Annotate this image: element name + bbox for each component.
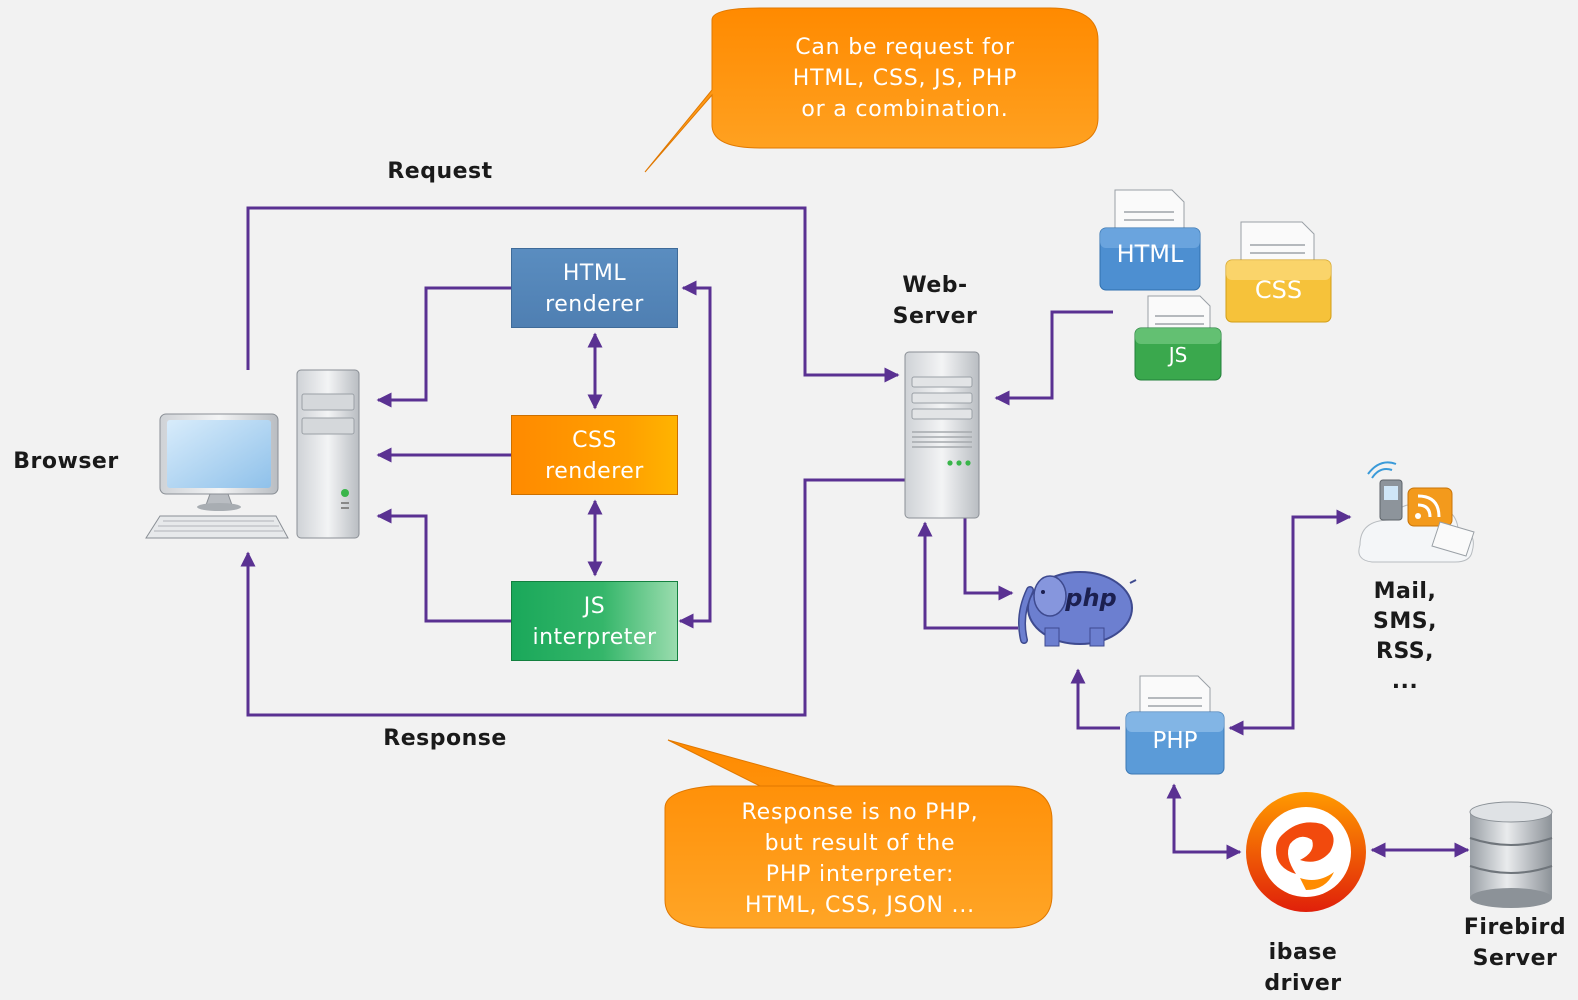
php-ibase-arrow <box>1166 783 1242 860</box>
mail-label-line: ... <box>1391 669 1419 694</box>
php-mail-arrow <box>1228 509 1352 736</box>
html-file-icon <box>1099 189 1201 291</box>
computer-icon <box>145 369 360 539</box>
webserver-label: Web- Server <box>880 270 990 332</box>
bottom-bubble-line: PHP interpreter: <box>765 862 955 887</box>
top-bubble-line: or a combination. <box>801 97 1009 122</box>
html-renderer-box: HTML renderer <box>511 248 678 328</box>
mail-label-line: SMS, <box>1373 609 1437 634</box>
web-server-icon <box>904 351 980 519</box>
bottom-bubble-line: but result of the <box>764 831 956 856</box>
top-bubble-line: HTML, CSS, JS, PHP <box>792 66 1018 91</box>
files-to-server-arrow <box>994 310 1113 406</box>
html-renderer-line: renderer <box>545 292 644 317</box>
mail-sms-rss-icon <box>1358 461 1475 563</box>
js-interpreter-line: JS <box>583 594 606 619</box>
mail-label-line: RSS, <box>1376 639 1434 664</box>
webserver-label-line: Web- <box>902 273 968 298</box>
php-file-label: PHP <box>1152 728 1198 754</box>
top-bubble-line: Can be request for <box>795 35 1015 60</box>
request-label: Request <box>387 159 493 184</box>
response-arrow <box>240 478 920 717</box>
bottom-bubble-line: HTML, CSS, JSON ... <box>745 893 975 918</box>
server-to-php-arrow <box>963 516 1014 601</box>
top-bubble <box>644 7 1099 173</box>
mail-label-line: Mail, <box>1373 579 1437 604</box>
bottom-bubble <box>664 739 1053 929</box>
firebird-server-label: Firebird Server <box>1455 912 1575 974</box>
request-arrow <box>246 206 900 383</box>
firebird-logo-icon <box>1246 792 1366 912</box>
js-file-label: JS <box>1168 343 1188 367</box>
css-file-icon <box>1225 221 1332 323</box>
php-elephant-icon <box>1018 571 1137 647</box>
php-to-server-arrow <box>917 521 1018 630</box>
css-renderer-line: CSS <box>572 428 617 453</box>
css-renderer-box: CSS renderer <box>511 415 678 495</box>
phpdoc-to-elephant-arrow <box>1070 668 1120 730</box>
css-renderer-line: renderer <box>545 459 644 484</box>
html-renderer-line: HTML <box>562 261 627 286</box>
js-interpreter-box: JS interpreter <box>511 581 678 661</box>
firebird-label-line: Server <box>1472 946 1558 971</box>
ibase-label-line: ibase <box>1268 940 1338 965</box>
js-to-browser-arrow <box>376 508 512 623</box>
html-file-label: HTML <box>1116 240 1184 268</box>
webserver-label-line: Server <box>892 304 978 329</box>
database-icon <box>1469 801 1553 908</box>
connectors <box>240 206 1470 860</box>
firebird-label-line: Firebird <box>1463 915 1567 940</box>
mail-sms-rss-label: Mail, SMS, RSS, ... <box>1350 577 1460 697</box>
js-interpreter-line: interpreter <box>532 625 657 650</box>
js-html-loop-arrow <box>678 280 712 629</box>
bottom-bubble-text: Response is no PHP, but result of the PH… <box>690 797 1030 921</box>
ibase-label-line: driver <box>1264 971 1342 996</box>
bottom-bubble-line: Response is no PHP, <box>741 800 979 825</box>
browser-label: Browser <box>13 449 119 474</box>
php-logo-text: php <box>1065 584 1117 612</box>
ibase-driver-label: ibase driver <box>1248 937 1358 999</box>
response-label: Response <box>383 726 507 751</box>
js-file-icon <box>1134 295 1222 381</box>
css-file-label: CSS <box>1254 276 1303 304</box>
top-bubble-text: Can be request for HTML, CSS, JS, PHP or… <box>745 32 1065 125</box>
html-to-browser-arrow <box>376 286 512 408</box>
php-file-icon <box>1125 675 1225 775</box>
